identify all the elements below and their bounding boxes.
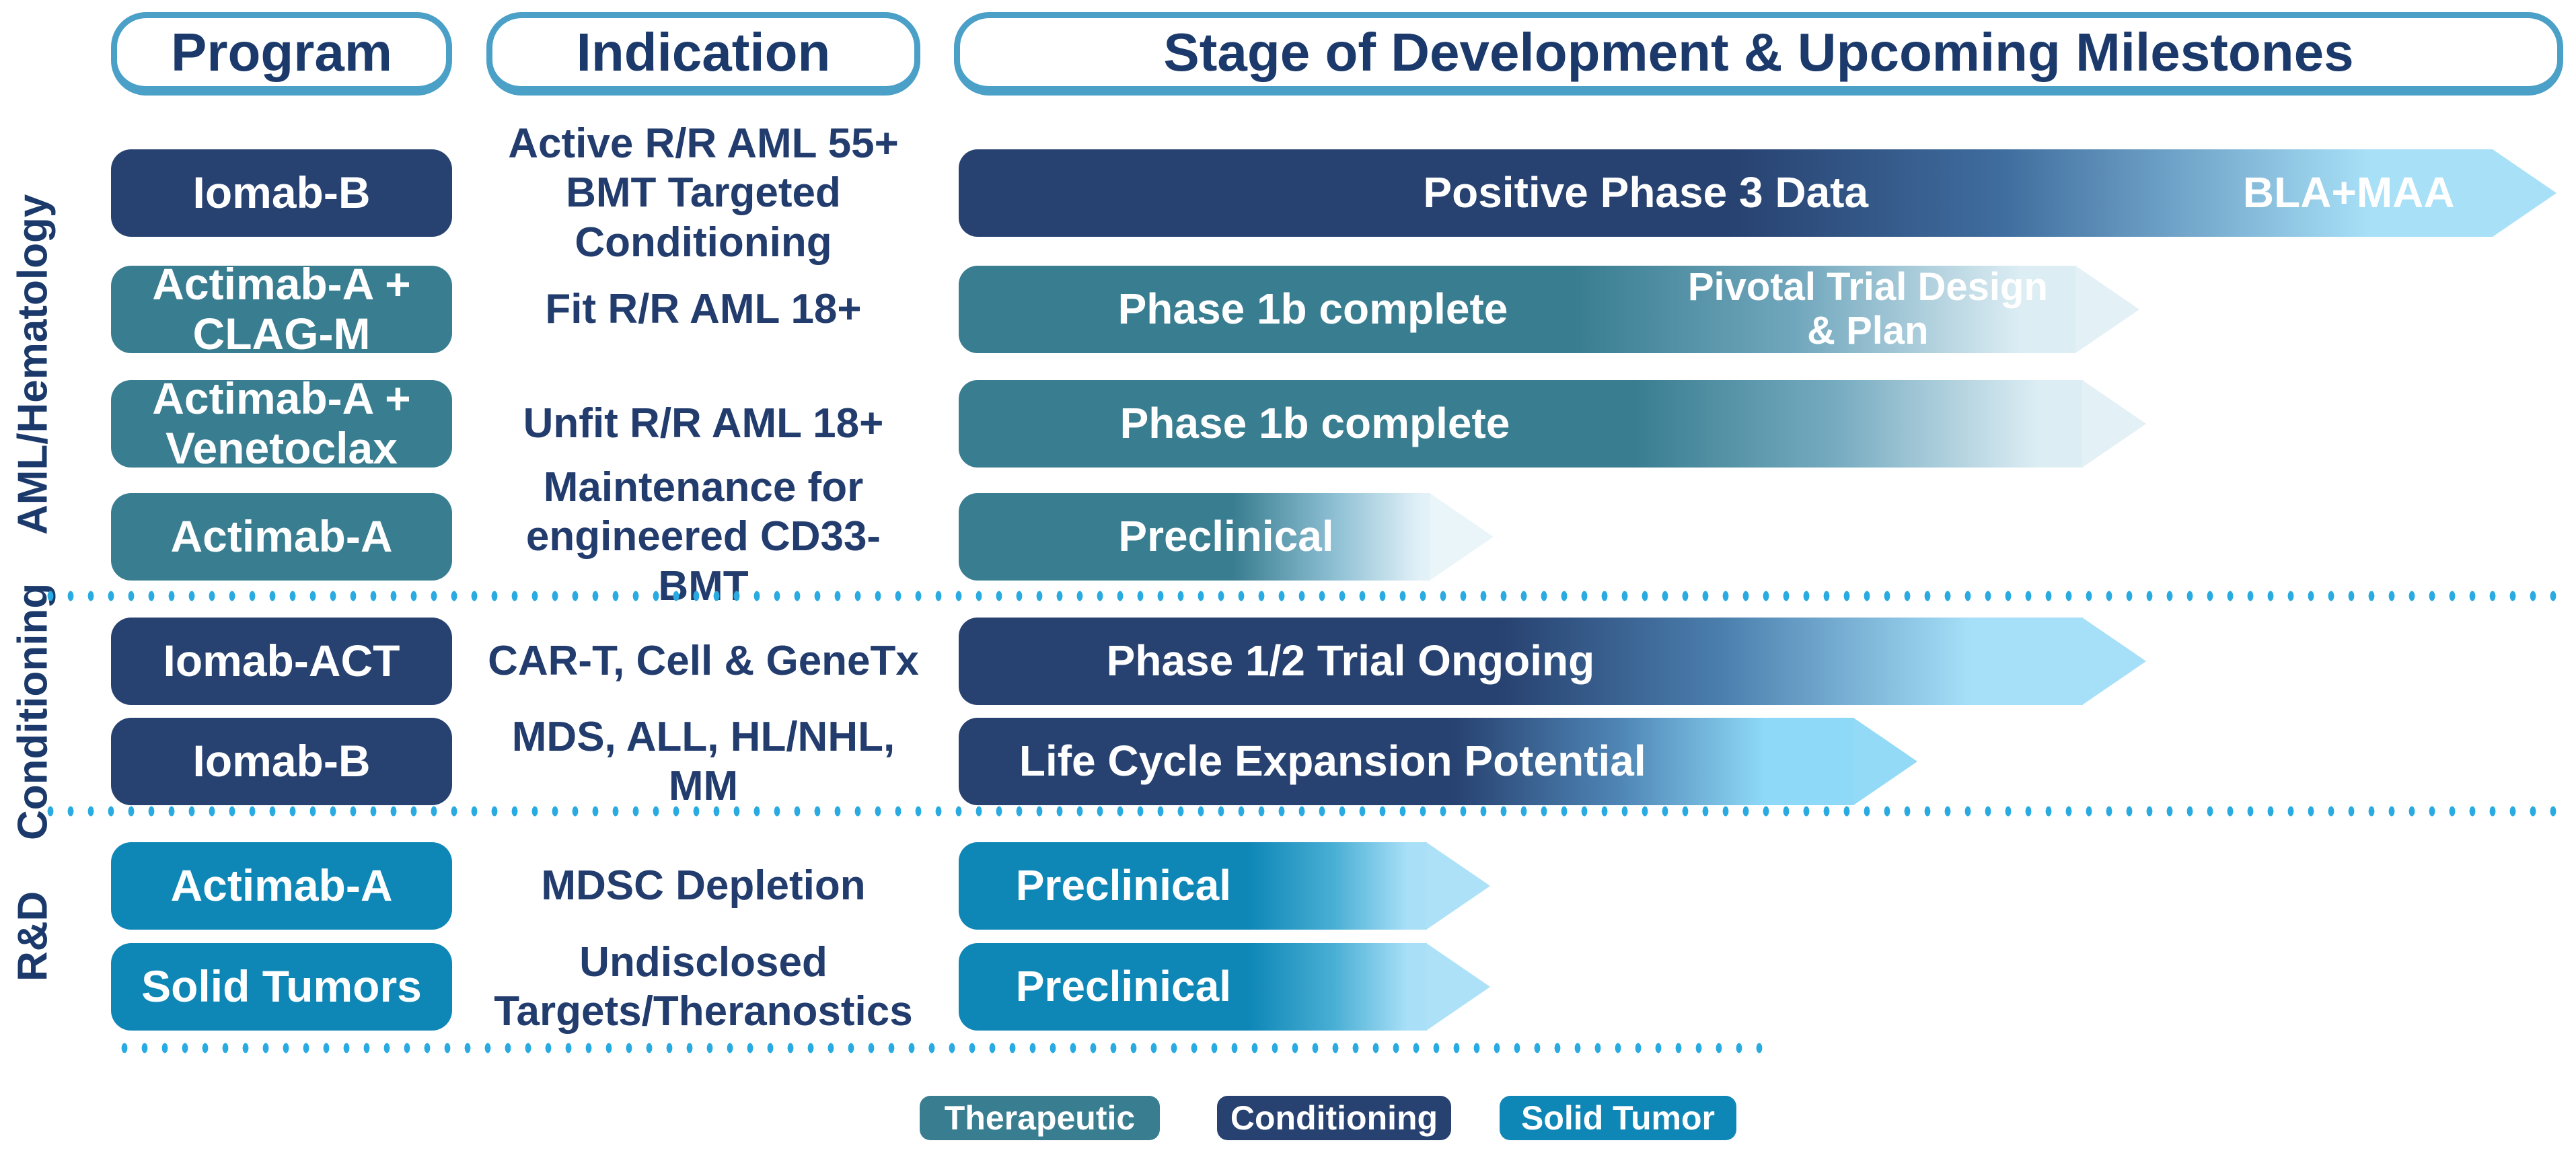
program-label: Venetoclax (165, 423, 398, 473)
arrow-tip-icon (2075, 266, 2139, 353)
header-program: Program (111, 12, 452, 96)
program-iomab-act: Iomab-ACT (111, 618, 452, 705)
indication-row7: MDSC Depletion (541, 862, 866, 909)
program-label: Iomab-B (192, 167, 371, 218)
program-solid-tumors: Solid Tumors (111, 943, 452, 1031)
arrow-body (959, 380, 2083, 468)
stage-label-row7: Preclinical (1015, 861, 1231, 910)
program-actimab-a-clag-m: Actimab-A + CLAG-M (111, 259, 452, 359)
bottom-separator (114, 1039, 1776, 1057)
indication-row1: Active R/R AML 55+ BMT Targeted Conditio… (508, 120, 899, 266)
stage-label-row8: Preclinical (1015, 962, 1231, 1011)
arrow-body (959, 943, 1427, 1031)
program-label: Actimab-A + (152, 373, 411, 424)
section-label-aml-hematology: AML/Hematology (9, 194, 57, 535)
arrow-body (959, 493, 1430, 581)
program-iomab-b-expansion: Iomab-B (111, 718, 452, 805)
section-separator (40, 587, 2563, 605)
program-label: Actimab-A + (152, 259, 411, 309)
program-label: CLAG-M (192, 309, 371, 359)
stage-arrow-row1: Positive Phase 3 Data BLA+MAA (959, 149, 2556, 237)
section-separator (40, 802, 2563, 821)
program-iomab-b: Iomab-B (111, 149, 452, 237)
arrow-tip-icon (1426, 842, 1490, 930)
program-label: Iomab-ACT (163, 636, 400, 686)
arrow-body (959, 149, 2493, 237)
arrow-body (959, 718, 1854, 805)
indication-row5: CAR-T, Cell & GeneTx (488, 638, 919, 685)
indication-row3: Unfit R/R AML 18+ (523, 400, 884, 447)
stage-arrow-row4: Preclinical (959, 493, 1494, 581)
arrow-body (959, 618, 2083, 705)
arrow-tip-icon (1853, 718, 1917, 805)
program-label: Iomab-B (192, 736, 371, 786)
header-stage: Stage of Development & Upcoming Mileston… (954, 12, 2563, 96)
section-label-rd: R&D (9, 891, 57, 982)
milestone-label-row1: BLA+MAA (2242, 168, 2455, 217)
program-actimab-a-venetoclax: Actimab-A + Venetoclax (111, 373, 452, 473)
stage-label-row4: Preclinical (1118, 512, 1334, 561)
program-actimab-a-mdsc: Actimab-A (111, 842, 452, 930)
stage-arrow-row6: Life Cycle Expansion Potential (959, 718, 1917, 805)
arrow-body (959, 266, 2076, 353)
section-label-conditioning: Conditioning (9, 583, 57, 841)
legend-solid-tumor: Solid Tumor (1500, 1096, 1736, 1140)
program-actimab-a-maintenance: Actimab-A (111, 493, 452, 581)
stage-label-row2: Phase 1b complete (1117, 285, 1508, 334)
indication-row8: Undisclosed Targets/Theranostics (494, 938, 913, 1035)
arrow-tip-icon (2082, 380, 2146, 468)
stage-arrow-row8: Preclinical (959, 943, 1490, 1031)
stage-label-row3: Phase 1b complete (1119, 399, 1510, 448)
program-label: Actimab-A (170, 860, 393, 911)
stage-arrow-row7: Preclinical (959, 842, 1490, 930)
arrow-tip-icon (2082, 618, 2146, 705)
stage-arrow-row2: Phase 1b complete Pivotal Trial Design &… (959, 265, 2139, 353)
indication-row2: Fit R/R AML 18+ (545, 286, 862, 333)
arrow-body (959, 842, 1427, 930)
legend-therapeutic: Therapeutic (920, 1096, 1160, 1140)
stage-arrow-row3: Phase 1b complete (959, 380, 2146, 468)
stage-arrow-row5: Phase 1/2 Trial Ongoing (959, 618, 2146, 705)
legend-conditioning: Conditioning (1217, 1096, 1451, 1140)
program-label: Actimab-A (170, 511, 393, 562)
arrow-tip-icon (1426, 943, 1490, 1031)
stage-label-row5: Phase 1/2 Trial Ongoing (1106, 636, 1595, 685)
indication-row4: Maintenance for engineered CD33- BMT (525, 464, 881, 609)
milestone-label-row2: Pivotal Trial Design & Plan (1687, 265, 2048, 352)
stage-label-row1: Positive Phase 3 Data (1423, 168, 1869, 217)
program-label: Solid Tumors (141, 961, 422, 1012)
stage-label-row6: Life Cycle Expansion Potential (1019, 737, 1646, 786)
header-indication: Indication (486, 12, 920, 96)
indication-row6: MDS, ALL, HL/NHL, MM (511, 713, 895, 809)
